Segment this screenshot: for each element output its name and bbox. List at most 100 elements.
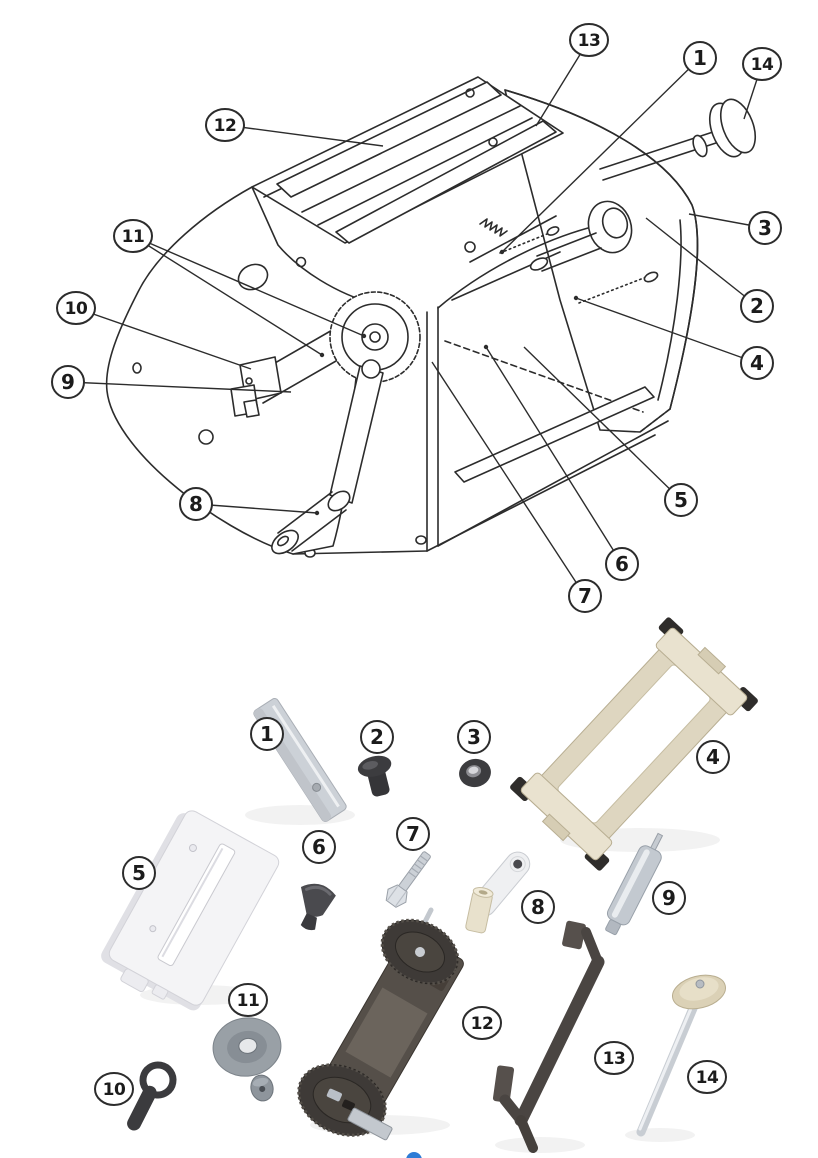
callout-4: 4 — [573, 295, 774, 380]
callout-11-circle — [113, 219, 153, 253]
callout-8-number: 8 — [531, 895, 545, 919]
machine-line-drawing — [105, 76, 757, 558]
part-11-grommet-set — [212, 1017, 282, 1102]
spare-parts-photos — [101, 617, 758, 1153]
callout-6-leader-line — [485, 346, 623, 565]
part-12-roller-carriage-assembly — [297, 907, 464, 1141]
callout-12-circle — [205, 108, 245, 142]
callout-11-number: 11 — [122, 227, 145, 247]
callout-6: 6 — [483, 344, 639, 581]
callout-9: 9 — [51, 365, 292, 399]
callout-10: 10 — [56, 291, 252, 370]
callout-10-circle — [56, 291, 96, 325]
callout-9: 9 — [652, 881, 686, 915]
callout-2-circle — [740, 289, 774, 323]
callout-8-target-dot — [314, 510, 320, 516]
callout-4-target-dot — [573, 295, 579, 301]
callout-1-circle — [250, 717, 284, 751]
callout-11-target-dot — [361, 333, 367, 339]
callout-12-number: 12 — [214, 116, 237, 136]
callout-4-number: 4 — [750, 351, 764, 375]
callout-1: 1 — [499, 41, 717, 255]
part-14-pin-with-disc-head — [636, 974, 726, 1137]
callout-13-circle — [594, 1041, 634, 1075]
callout-6: 6 — [302, 830, 336, 864]
callout-13-number: 13 — [578, 31, 601, 51]
callout-5-circle — [122, 856, 156, 890]
callout-3-number: 3 — [467, 725, 481, 749]
callout-2-number: 2 — [750, 294, 764, 318]
callout-3-number: 3 — [758, 216, 772, 240]
callout-13: 13 — [535, 23, 609, 127]
part-10-ring-spanner-handle — [127, 1061, 177, 1131]
callout-11: 11 — [113, 219, 367, 358]
callout-10: 10 — [94, 1072, 134, 1106]
part-1-metal-bar — [253, 698, 347, 822]
machine-shafts — [499, 98, 757, 304]
callout-2-circle — [360, 720, 394, 754]
machine-interior — [437, 215, 644, 413]
callout-1-number: 1 — [260, 722, 274, 746]
part-4-cream-frame — [510, 617, 758, 871]
machine-top-carriage — [251, 76, 564, 244]
callout-8-circle — [521, 890, 555, 924]
callout-10-number: 10 — [65, 299, 88, 319]
callout-11-leader-line — [132, 235, 365, 337]
callout-7-number: 7 — [578, 584, 592, 608]
callout-5-number: 5 — [132, 861, 146, 885]
callout-14-number: 14 — [696, 1068, 719, 1088]
callout-7-leader-line — [431, 361, 586, 597]
callout-6-target-dot — [483, 344, 489, 350]
page-indicator-dot[interactable] — [406, 1152, 422, 1158]
callout-6-circle — [605, 547, 639, 581]
part-2-black-rivet — [357, 755, 392, 797]
callout-12: 12 — [462, 1006, 502, 1040]
callout-8: 8 — [521, 890, 555, 924]
callout-12-number: 12 — [471, 1014, 494, 1034]
callout-6-circle — [302, 830, 336, 864]
machine-base — [292, 306, 669, 558]
callout-6-number: 6 — [312, 835, 326, 859]
callout-11-number: 11 — [237, 991, 260, 1011]
callout-4-circle — [696, 740, 730, 774]
callout-14-circle — [742, 47, 782, 81]
callout-5: 5 — [122, 856, 156, 890]
callout-1-leader-line — [501, 57, 701, 253]
callout-14: 14 — [687, 1060, 727, 1094]
callout-3: 3 — [457, 720, 491, 754]
callout-10-number: 10 — [103, 1080, 126, 1100]
callout-1: 1 — [250, 717, 284, 751]
callout-4-circle — [740, 346, 774, 380]
callout-2: 2 — [645, 217, 774, 323]
callout-11: 11 — [228, 983, 268, 1017]
callout-5: 5 — [523, 346, 698, 517]
callout-11-leader-line — [132, 235, 323, 356]
callout-5-number: 5 — [674, 488, 688, 512]
callout-1-number: 1 — [693, 46, 707, 70]
callout-4-number: 4 — [706, 745, 720, 769]
callout-2-number: 2 — [370, 725, 384, 749]
machine-right-panel — [504, 89, 699, 433]
callout-4: 4 — [696, 740, 730, 774]
part-7-bolt — [385, 851, 431, 908]
callout-8-leader-line — [195, 503, 318, 514]
part-9-metal-cylinder-pin — [605, 832, 664, 936]
callout-11-circle — [228, 983, 268, 1017]
callout-8: 8 — [179, 487, 320, 521]
callout-9-leader-line — [67, 381, 292, 393]
callout-9-number: 9 — [662, 886, 676, 910]
part-3-black-grommet-ring — [459, 758, 491, 788]
callout-13-circle — [569, 23, 609, 57]
callout-7-circle — [396, 817, 430, 851]
callout-10-circle — [94, 1072, 134, 1106]
callout-5-circle — [664, 483, 698, 517]
callout-3: 3 — [688, 211, 782, 245]
callout-7: 7 — [396, 817, 430, 851]
callout-4-leader-line — [575, 297, 758, 364]
callout-12-circle — [462, 1006, 502, 1040]
callout-9-number: 9 — [61, 370, 75, 394]
